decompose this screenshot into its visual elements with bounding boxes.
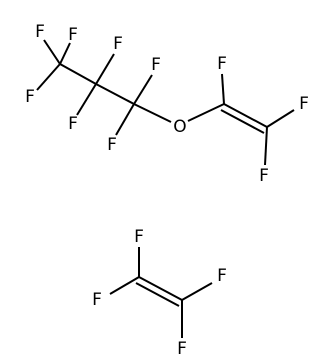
atom-f4: F [113,34,123,54]
atom-f1: F [35,22,45,42]
atom-f5: F [68,114,78,134]
bond-c2-f4 [95,53,115,85]
bond-c1-f1 [43,39,61,65]
bond-c1-c2 [59,63,97,85]
atom-f11: F [134,227,144,247]
bond-c6-c7-double-a [138,276,183,301]
atom-f13: F [217,266,227,286]
bond-c4-c5-double-a [223,103,268,128]
molecule-tetrafluoroethylene: F F F F [92,227,227,359]
bond-c2-c3 [95,83,135,105]
bond-c4-c5-double-b [220,109,265,134]
bond-c3-f6 [133,74,153,105]
bond-c4-f8 [221,73,225,105]
bond-c3-o [133,103,172,123]
bond-c5-f10 [264,126,268,166]
atom-f6: F [151,55,161,75]
bond-c2-f5 [76,83,97,116]
atom-f8: F [217,54,227,74]
atom-f10: F [259,166,269,186]
bond-c1-f2 [59,42,71,65]
atom-f7: F [107,135,117,155]
molecule-perfluoropropyl-vinyl-ether: F F F F F F F O F F F [25,22,309,186]
bond-c5-f9 [266,109,295,128]
bond-c1-f3 [36,63,61,91]
atom-f3: F [25,87,35,107]
atom-f9: F [299,94,309,114]
bond-c7-f13 [181,282,213,301]
atom-f12: F [92,290,102,310]
atom-f14: F [177,339,187,359]
atom-o1: O [173,117,186,137]
bond-o-c4 [187,103,225,122]
atom-f2: F [68,25,78,45]
bond-c6-c7-double-b [135,282,180,307]
bond-c6-f12 [109,276,140,295]
bond-c3-f7 [115,103,135,136]
